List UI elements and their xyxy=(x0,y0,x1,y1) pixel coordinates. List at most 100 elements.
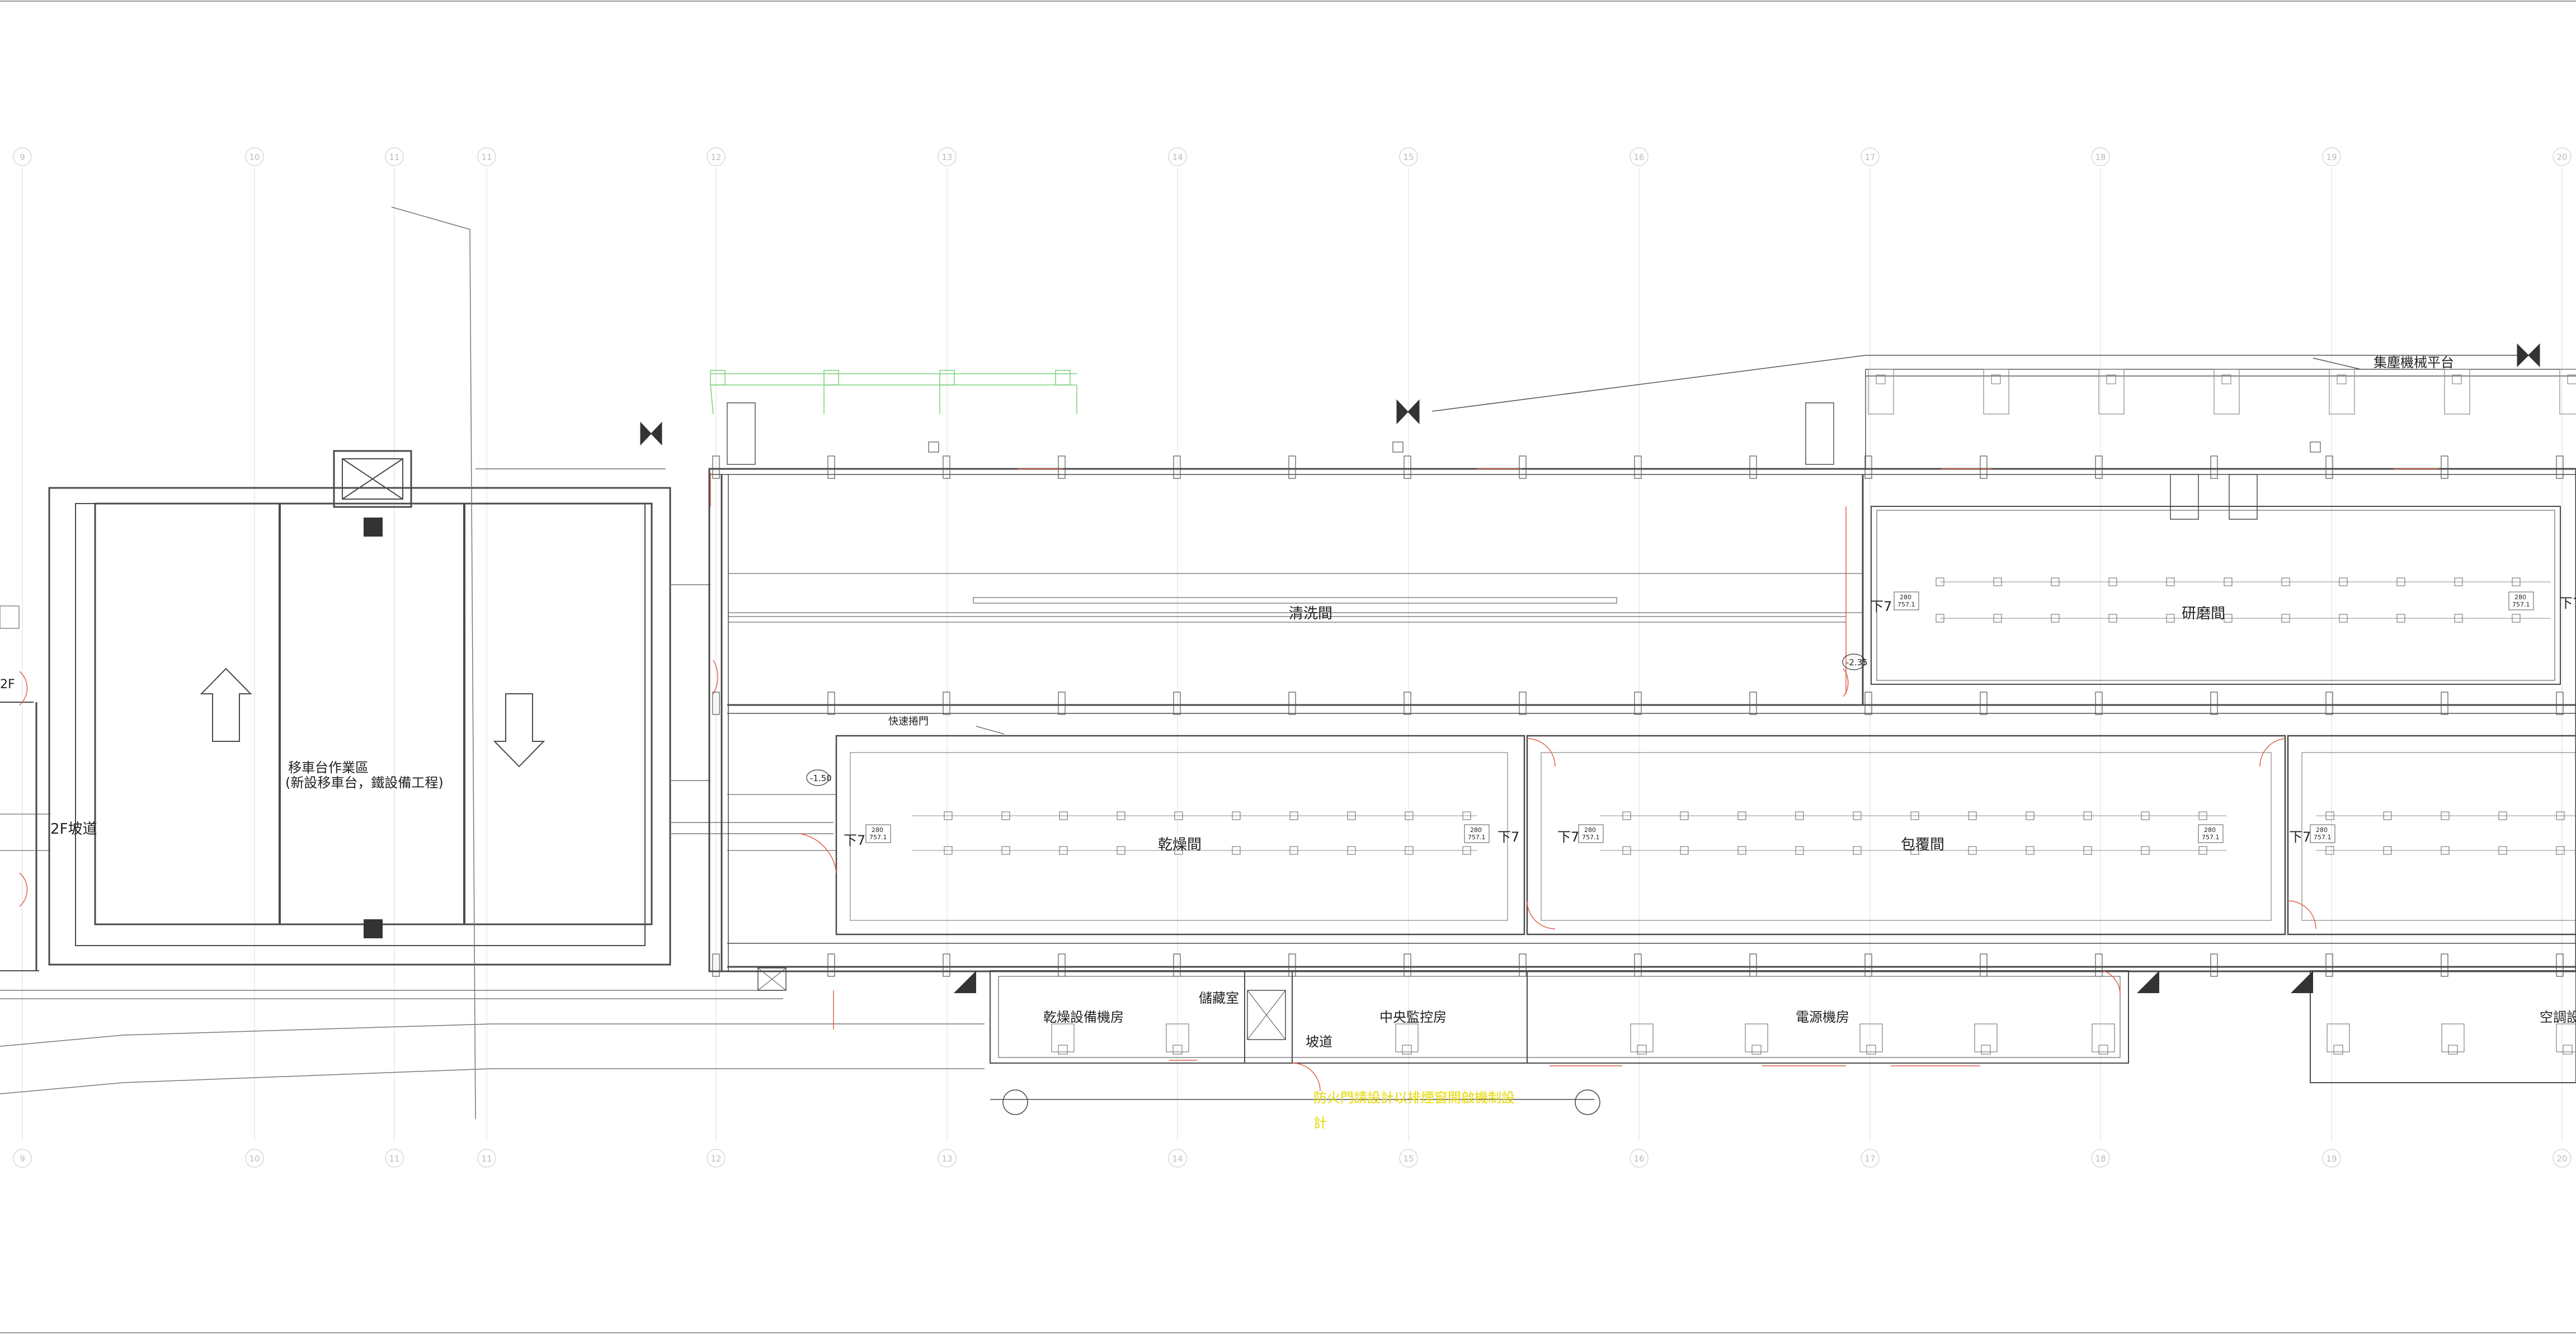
wall-column xyxy=(1749,692,1757,715)
wall-column xyxy=(1173,692,1181,715)
grid-bubble-label: 18 xyxy=(2095,1154,2106,1164)
canopy-frame xyxy=(2329,369,2355,415)
equip-tag-2a: 280 xyxy=(2514,594,2526,601)
service-equipment-box xyxy=(1630,1023,1654,1052)
equip-tag-3a: 280 xyxy=(872,826,883,834)
service-equipment-box xyxy=(1859,1023,1883,1052)
canopy-frames xyxy=(1868,369,2576,415)
roof-drain xyxy=(928,441,939,453)
wall-column xyxy=(2210,953,2218,977)
service-equipment-base xyxy=(1981,1045,1991,1055)
transfer-area-label-1: 移車台作業區 xyxy=(288,760,369,775)
wall-column xyxy=(2210,455,2218,479)
grid-bubble-label: 9 xyxy=(20,152,25,162)
equipment-grid xyxy=(912,577,2576,855)
grid-bubble-label: 15 xyxy=(1403,152,1414,162)
main-building-walls xyxy=(708,468,2576,972)
column-grid: 9910101111111112121313141415151616171718… xyxy=(13,147,2572,1168)
service-equipment-base xyxy=(1058,1045,1068,1055)
wall-column xyxy=(943,455,950,479)
wall-column xyxy=(1058,455,1066,479)
equip-tag-7b: 757.1 xyxy=(2314,834,2332,841)
wall-column xyxy=(1519,953,1527,977)
dust-collector-platform xyxy=(727,355,2576,470)
wall-column xyxy=(2095,455,2103,479)
grid-bubble-label: 19 xyxy=(2326,152,2337,162)
packing-room-label: 包覆間 xyxy=(1901,836,1944,853)
power-room-label: 電源機房 xyxy=(1796,1009,1849,1025)
grid-bubble-label: 20 xyxy=(2556,152,2567,162)
down-steps-5: 下7 xyxy=(1557,829,1579,845)
wall-column xyxy=(1288,455,1296,479)
wall-column xyxy=(1749,953,1757,977)
wall-column xyxy=(1864,455,1872,479)
wall-column xyxy=(2556,953,2564,977)
canopy-frame xyxy=(1983,369,2009,415)
wall-column xyxy=(2441,455,2448,479)
grid-bubble-label: 19 xyxy=(2326,1154,2337,1164)
wall-column xyxy=(2441,953,2448,977)
canopy-anchor xyxy=(2221,374,2231,384)
wall-column xyxy=(1519,692,1527,715)
equip-tag-6b: 757.1 xyxy=(2202,834,2220,841)
wall-column xyxy=(2325,455,2333,479)
roof-drain xyxy=(2310,441,2321,453)
wall-column xyxy=(943,953,950,977)
service-equipment-base xyxy=(1402,1045,1412,1055)
service-equipment-box xyxy=(1395,1023,1419,1052)
equipment-tags: 280 757.1 280 757.1 280 757.1 280 757.1 … xyxy=(865,591,2534,843)
service-equipment-box xyxy=(1166,1023,1189,1052)
wall-column xyxy=(2325,953,2333,977)
connector-corridor xyxy=(0,206,985,1120)
canopy-frame xyxy=(2444,369,2470,415)
canopy-anchor xyxy=(2106,374,2116,384)
grid-bubble-label: 11 xyxy=(481,152,492,162)
equip-tag-1a: 280 xyxy=(1900,594,1911,601)
service-equipment-box xyxy=(2556,1023,2576,1052)
grid-bubble-label: 20 xyxy=(2556,1154,2567,1164)
canopy-frame xyxy=(2214,369,2240,415)
wall-column xyxy=(1980,953,1988,977)
service-equipment-base xyxy=(1866,1045,1876,1055)
yellow-note-line-2: 計 xyxy=(1313,1115,1327,1131)
grid-bubble-label: 17 xyxy=(1864,152,1875,162)
grinding-room-label: 研磨間 xyxy=(2182,605,2225,622)
equip-tag-5b: 757.1 xyxy=(1582,834,1600,841)
service-equipment-box xyxy=(1051,1023,1075,1052)
wall-column xyxy=(2441,692,2448,715)
wall-column xyxy=(1173,455,1181,479)
grid-bubble-label: 16 xyxy=(1633,1154,1644,1164)
wall-column xyxy=(1980,455,1988,479)
wall-column xyxy=(1404,692,1411,715)
level-mark-1: -2.35 xyxy=(1846,657,1868,668)
level-mark-2: -1.50 xyxy=(810,773,832,783)
canopy-frame xyxy=(2559,369,2576,415)
grid-bubble-label: 18 xyxy=(2095,152,2106,162)
triangle-markers xyxy=(954,971,2313,993)
canopy-frame xyxy=(2098,369,2125,415)
wall-column xyxy=(1980,692,1988,715)
wall-column xyxy=(2210,692,2218,715)
wall-column xyxy=(1288,692,1296,715)
equip-tag-5a: 280 xyxy=(1584,826,1596,834)
service-equipment-box xyxy=(1745,1023,1768,1052)
down-steps-3: 下7 xyxy=(844,833,865,848)
canopy-frame xyxy=(1868,369,1894,415)
service-equipment-base xyxy=(1637,1045,1647,1055)
grid-bubble-label: 14 xyxy=(1172,152,1183,162)
wall-column xyxy=(827,953,835,977)
green-structure xyxy=(710,370,1077,415)
canopy-anchor xyxy=(1876,374,1886,384)
wall-column xyxy=(2556,692,2564,715)
valve-symbols xyxy=(640,343,2540,446)
grid-bubble-label: 10 xyxy=(249,152,260,162)
wall-column xyxy=(2325,692,2333,715)
service-equipment-base xyxy=(1751,1045,1762,1055)
wall-column xyxy=(1404,455,1411,479)
service-equipment-base xyxy=(1172,1045,1183,1055)
grid-bubble-label: 11 xyxy=(389,152,399,162)
left-sign-label: 2F坡道 xyxy=(50,821,97,838)
roof-drain xyxy=(1392,441,1404,453)
grid-bubble-label: 15 xyxy=(1403,1154,1414,1164)
service-equipment-base xyxy=(2098,1045,2108,1055)
